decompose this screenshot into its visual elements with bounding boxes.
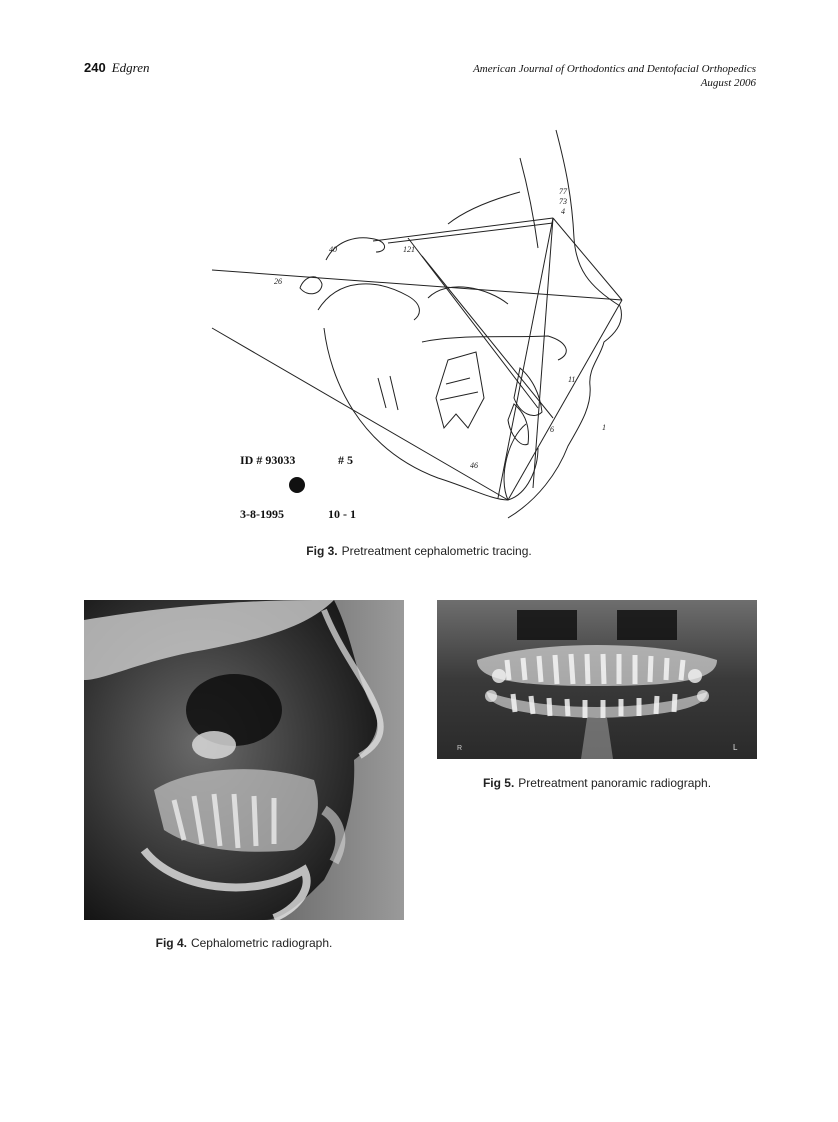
- nasal-line: [552, 217, 623, 301]
- molar-detail: [439, 377, 479, 401]
- figure-4-label: Fig 4.: [155, 936, 187, 950]
- facial-line: [497, 217, 554, 499]
- hand-number-4: 4: [561, 207, 565, 216]
- figure-3-cephalometric-tracing: 77 73 4 40 121 26 11 6 46 1 ID # 93033 #…: [208, 128, 628, 528]
- figure-5-panoramic-radiograph: R L: [437, 600, 757, 759]
- sn-line-2: [387, 222, 554, 244]
- sella-turcica: [325, 237, 385, 261]
- palatal-plane: [421, 335, 567, 361]
- facial-line-2: [532, 217, 554, 489]
- figure-4-caption: Fig 4.Cephalometric radiograph.: [84, 936, 404, 950]
- cranial-base-curve: [317, 283, 420, 321]
- incisor-upper: [513, 367, 543, 416]
- hand-number-11: 11: [568, 375, 575, 384]
- figure-4-caption-text: Cephalometric radiograph.: [190, 936, 333, 950]
- figure-3-caption: Fig 3.Pretreatment cephalometric tracing…: [0, 544, 838, 558]
- patient-number: # 5: [338, 453, 353, 467]
- nasal-bone-upper: [447, 191, 521, 225]
- ramus-lines: [377, 375, 399, 411]
- page-number: 240: [84, 60, 106, 75]
- running-header: 240 Edgren American Journal of Orthodonti…: [84, 60, 756, 94]
- header-left: 240 Edgren: [84, 60, 150, 76]
- radiograph-image: [84, 600, 404, 920]
- symphysis: [503, 423, 527, 501]
- mandible-outline: [323, 327, 539, 501]
- hand-number-46: 46: [470, 461, 478, 470]
- tracing-code: 10 - 1: [328, 507, 356, 521]
- e-line: [507, 299, 623, 501]
- panoramic-image: R L: [437, 600, 757, 759]
- hand-number-1: 1: [602, 423, 606, 432]
- issue-date: August 2006: [700, 77, 756, 89]
- mandibular-plane-line: [211, 327, 509, 501]
- header-right: American Journal of Orthodontics and Den…: [473, 62, 756, 90]
- figure-5-label: Fig 5.: [482, 776, 515, 790]
- patient-id: ID # 93033: [240, 453, 295, 467]
- panoramic-corner-right-marker: R: [457, 745, 462, 752]
- forehead-curve: [519, 157, 539, 249]
- orbit: [427, 286, 509, 305]
- header-author: Edgren: [111, 60, 150, 75]
- molar-tooth: [435, 351, 485, 430]
- hand-number-77: 77: [559, 187, 568, 196]
- hand-number-121: 121: [403, 245, 415, 254]
- journal-title: American Journal of Orthodontics and Den…: [473, 63, 756, 75]
- tracing-date: 3-8-1995: [240, 507, 284, 521]
- hand-number-26: 26: [274, 277, 282, 286]
- figure-5-caption-text: Pretreatment panoramic radiograph.: [518, 776, 712, 790]
- sn-line: [372, 217, 554, 242]
- porion: [299, 276, 323, 295]
- figure-3-caption-text: Pretreatment cephalometric tracing.: [341, 544, 532, 558]
- frankfort-line: [211, 269, 623, 301]
- hand-number-73: 73: [559, 197, 567, 206]
- hand-number-40: 40: [329, 245, 337, 254]
- soft-tissue-profile: [507, 129, 622, 519]
- figure-4-cephalometric-radiograph: [84, 600, 404, 920]
- tracing-drawing: 77 73 4 40 121 26 11 6 46 1 ID # 93033 #…: [211, 129, 623, 521]
- marker-dot: [289, 477, 305, 493]
- hand-number-6: 6: [550, 425, 554, 434]
- figure-3-label: Fig 3.: [306, 544, 338, 558]
- figure-5-caption: Fig 5.Pretreatment panoramic radiograph.: [437, 776, 757, 790]
- panoramic-corner-left-marker: L: [733, 743, 738, 752]
- diagonal-line: [407, 237, 539, 409]
- incisor-lower: [507, 403, 529, 446]
